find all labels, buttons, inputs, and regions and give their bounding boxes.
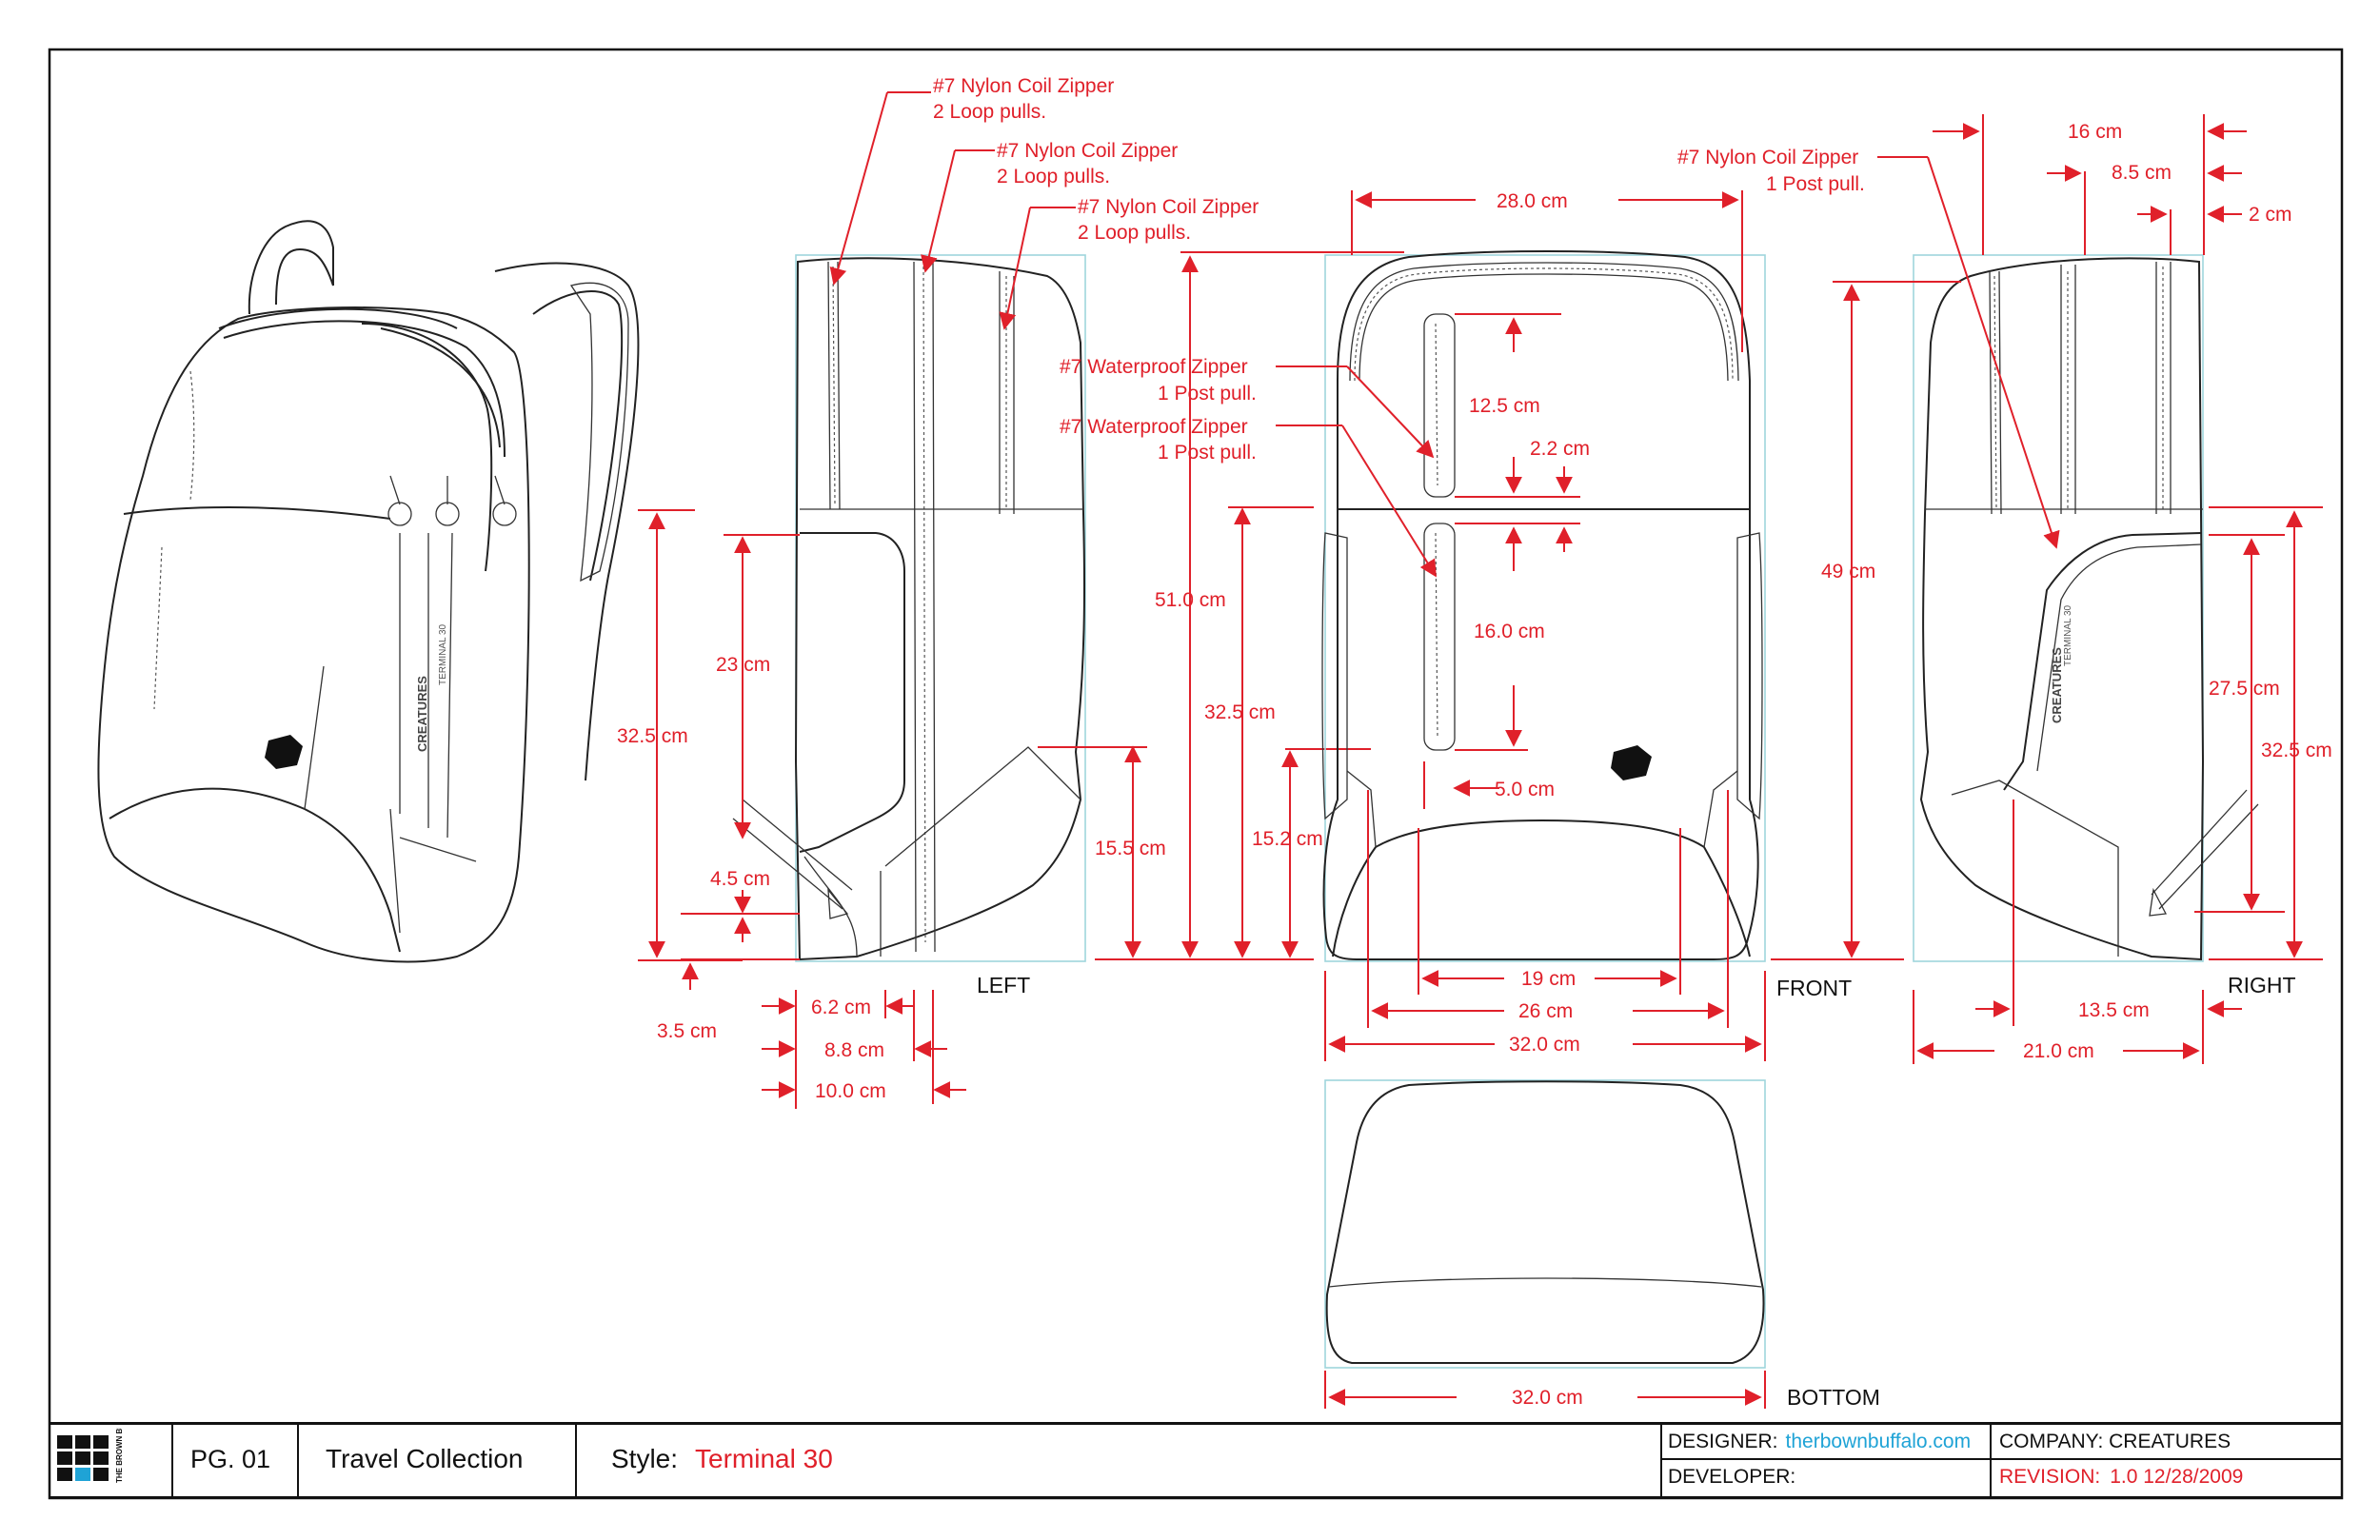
- designer-label: DESIGNER:: [1668, 1431, 1778, 1452]
- view-label-right: RIGHT: [2228, 973, 2296, 997]
- svg-text:THE BROWN BUFFALO: THE BROWN BUFFALO: [115, 1428, 124, 1483]
- callout-left-zip-3-title: #7 Nylon Coil Zipper: [1078, 196, 1259, 218]
- buffalo-logo-icon: THE BROWN BUFFALO: [57, 1428, 124, 1483]
- callout-front-wp-1-title: #7 Waterproof Zipper: [1060, 356, 1248, 378]
- bag-model-text: TERMINAL 30: [438, 623, 448, 685]
- company-field: COMPANY: CREATURES: [1999, 1431, 2231, 1452]
- callout-left-zip-1-sub: 2 Loop pulls.: [933, 101, 1046, 123]
- designer-link[interactable]: therbownbuffalo.com: [1785, 1431, 1972, 1452]
- right-bag-print-text: CREATURES: [2050, 647, 2064, 723]
- dim-right-325: 32.5 cm: [2261, 740, 2332, 761]
- designer-field: DESIGNER: therbownbuffalo.com: [1668, 1427, 2049, 1457]
- callout-left-zip-2-title: #7 Nylon Coil Zipper: [997, 140, 1178, 162]
- brand-logo: THE BROWN BUFFALO: [55, 1422, 160, 1496]
- dim-front-160: 16.0 cm: [1474, 621, 1545, 642]
- callout-left-zip-2-sub: 2 Loop pulls.: [997, 166, 1110, 188]
- style-label: Style:: [611, 1444, 679, 1473]
- dim-right-85: 8.5 cm: [2112, 162, 2172, 184]
- developer-label: DEVELOPER:: [1668, 1466, 1796, 1488]
- dim-left-35: 3.5 cm: [657, 1020, 717, 1042]
- right-view: CREATURES TERMINAL 30 16 cm 8.5 cm 2 cm …: [1771, 114, 2332, 1064]
- sheet-border: [48, 48, 2344, 1500]
- callout-front-wp-2-sub: 1 Post pull.: [1158, 442, 1257, 464]
- dim-left-155: 15.5 cm: [1095, 838, 1166, 859]
- callout-front-wp-2-title: #7 Waterproof Zipper: [1060, 416, 1248, 438]
- view-label-left: LEFT: [977, 973, 1030, 997]
- dim-front-280: 28.0 cm: [1497, 190, 1568, 212]
- dim-height-510: 51.0 cm: [1155, 589, 1226, 611]
- callout-left-zip-3-sub: 2 Loop pulls.: [1078, 222, 1191, 244]
- front-zipper-callouts: #7 Waterproof Zipper 1 Post pull. #7 Wat…: [1060, 356, 1437, 578]
- title-block-bottom-rule: [50, 1496, 2342, 1498]
- dim-front-19: 19 cm: [1521, 968, 1576, 990]
- dim-right-2: 2 cm: [2249, 204, 2292, 226]
- right-bag-model-text: TERMINAL 30: [2063, 604, 2073, 666]
- left-view: 23 cm 4.5 cm 3.5 cm 6.2 cm 8.8 cm 10.0 c…: [657, 254, 1314, 1109]
- right-zipper-callout: #7 Nylon Coil Zipper 1 Post pull.: [1677, 147, 2060, 549]
- style-field: Style: Terminal 30: [611, 1422, 1087, 1496]
- dim-right-135: 13.5 cm: [2078, 999, 2150, 1021]
- revision-field: REVISION: 1.0 12/28/2009: [1999, 1461, 2332, 1493]
- collection-name: Travel Collection: [326, 1444, 524, 1473]
- front-view: 28.0 cm 12.5 cm 2.2 cm 16.0 cm 5.0 cm 19…: [1321, 190, 1852, 1061]
- dim-left-62: 6.2 cm: [811, 997, 871, 1018]
- left-zipper-callouts: #7 Nylon Coil Zipper 2 Loop pulls. #7 Ny…: [829, 75, 1259, 330]
- callout-right-zip-title: #7 Nylon Coil Zipper: [1677, 147, 1858, 168]
- revision-label: REVISION:: [1999, 1466, 2101, 1488]
- dim-height-325: 32.5 cm: [1204, 701, 1276, 723]
- dim-front-26: 26 cm: [1518, 1000, 1573, 1022]
- callout-front-wp-1-sub: 1 Post pull.: [1158, 383, 1257, 405]
- dim-left-23: 23 cm: [716, 654, 770, 676]
- dim-front-320: 32.0 cm: [1509, 1034, 1580, 1056]
- title-block: THE BROWN BUFFALO PG. 01 Travel Collecti…: [50, 1422, 2342, 1498]
- revision-value: 1.0 12/28/2009: [2110, 1466, 2244, 1488]
- dim-front-125: 12.5 cm: [1469, 395, 1540, 417]
- callout-left-zip-1-title: #7 Nylon Coil Zipper: [933, 75, 1114, 97]
- dim-bottom-320: 32.0 cm: [1512, 1387, 1583, 1409]
- dim-left-100: 10.0 cm: [815, 1080, 886, 1102]
- page-number: PG. 01: [190, 1444, 271, 1473]
- bottom-view: 32.0 cm BOTTOM: [1324, 1079, 1880, 1410]
- dim-right-49: 49 cm: [1821, 561, 1875, 582]
- perspective-view: CREATURES TERMINAL 30 32.5 cm: [97, 220, 743, 963]
- dim-left-88: 8.8 cm: [824, 1039, 884, 1061]
- dim-right-16: 16 cm: [2068, 121, 2122, 143]
- overall-height-dims: 51.0 cm 32.5 cm 15.2 cm: [1155, 251, 1404, 958]
- style-value: Terminal 30: [695, 1444, 833, 1473]
- dim-right-210: 21.0 cm: [2023, 1040, 2094, 1062]
- view-label-bottom: BOTTOM: [1787, 1385, 1880, 1410]
- callout-right-zip-sub: 1 Post pull.: [1766, 173, 1865, 195]
- dim-front-50: 5.0 cm: [1495, 779, 1555, 800]
- dim-front-22: 2.2 cm: [1530, 438, 1590, 460]
- brand-logo-icon: [265, 735, 303, 769]
- dim-right-275: 27.5 cm: [2209, 678, 2280, 700]
- dim-persp-height: 32.5 cm: [617, 725, 688, 747]
- title-block-top-rule: [50, 1422, 2342, 1425]
- view-label-front: FRONT: [1776, 976, 1852, 1000]
- front-logo-icon: [1611, 745, 1652, 780]
- bag-print-text: CREATURES: [415, 676, 429, 752]
- dim-left-45: 4.5 cm: [710, 868, 770, 890]
- dim-height-152: 15.2 cm: [1252, 828, 1323, 850]
